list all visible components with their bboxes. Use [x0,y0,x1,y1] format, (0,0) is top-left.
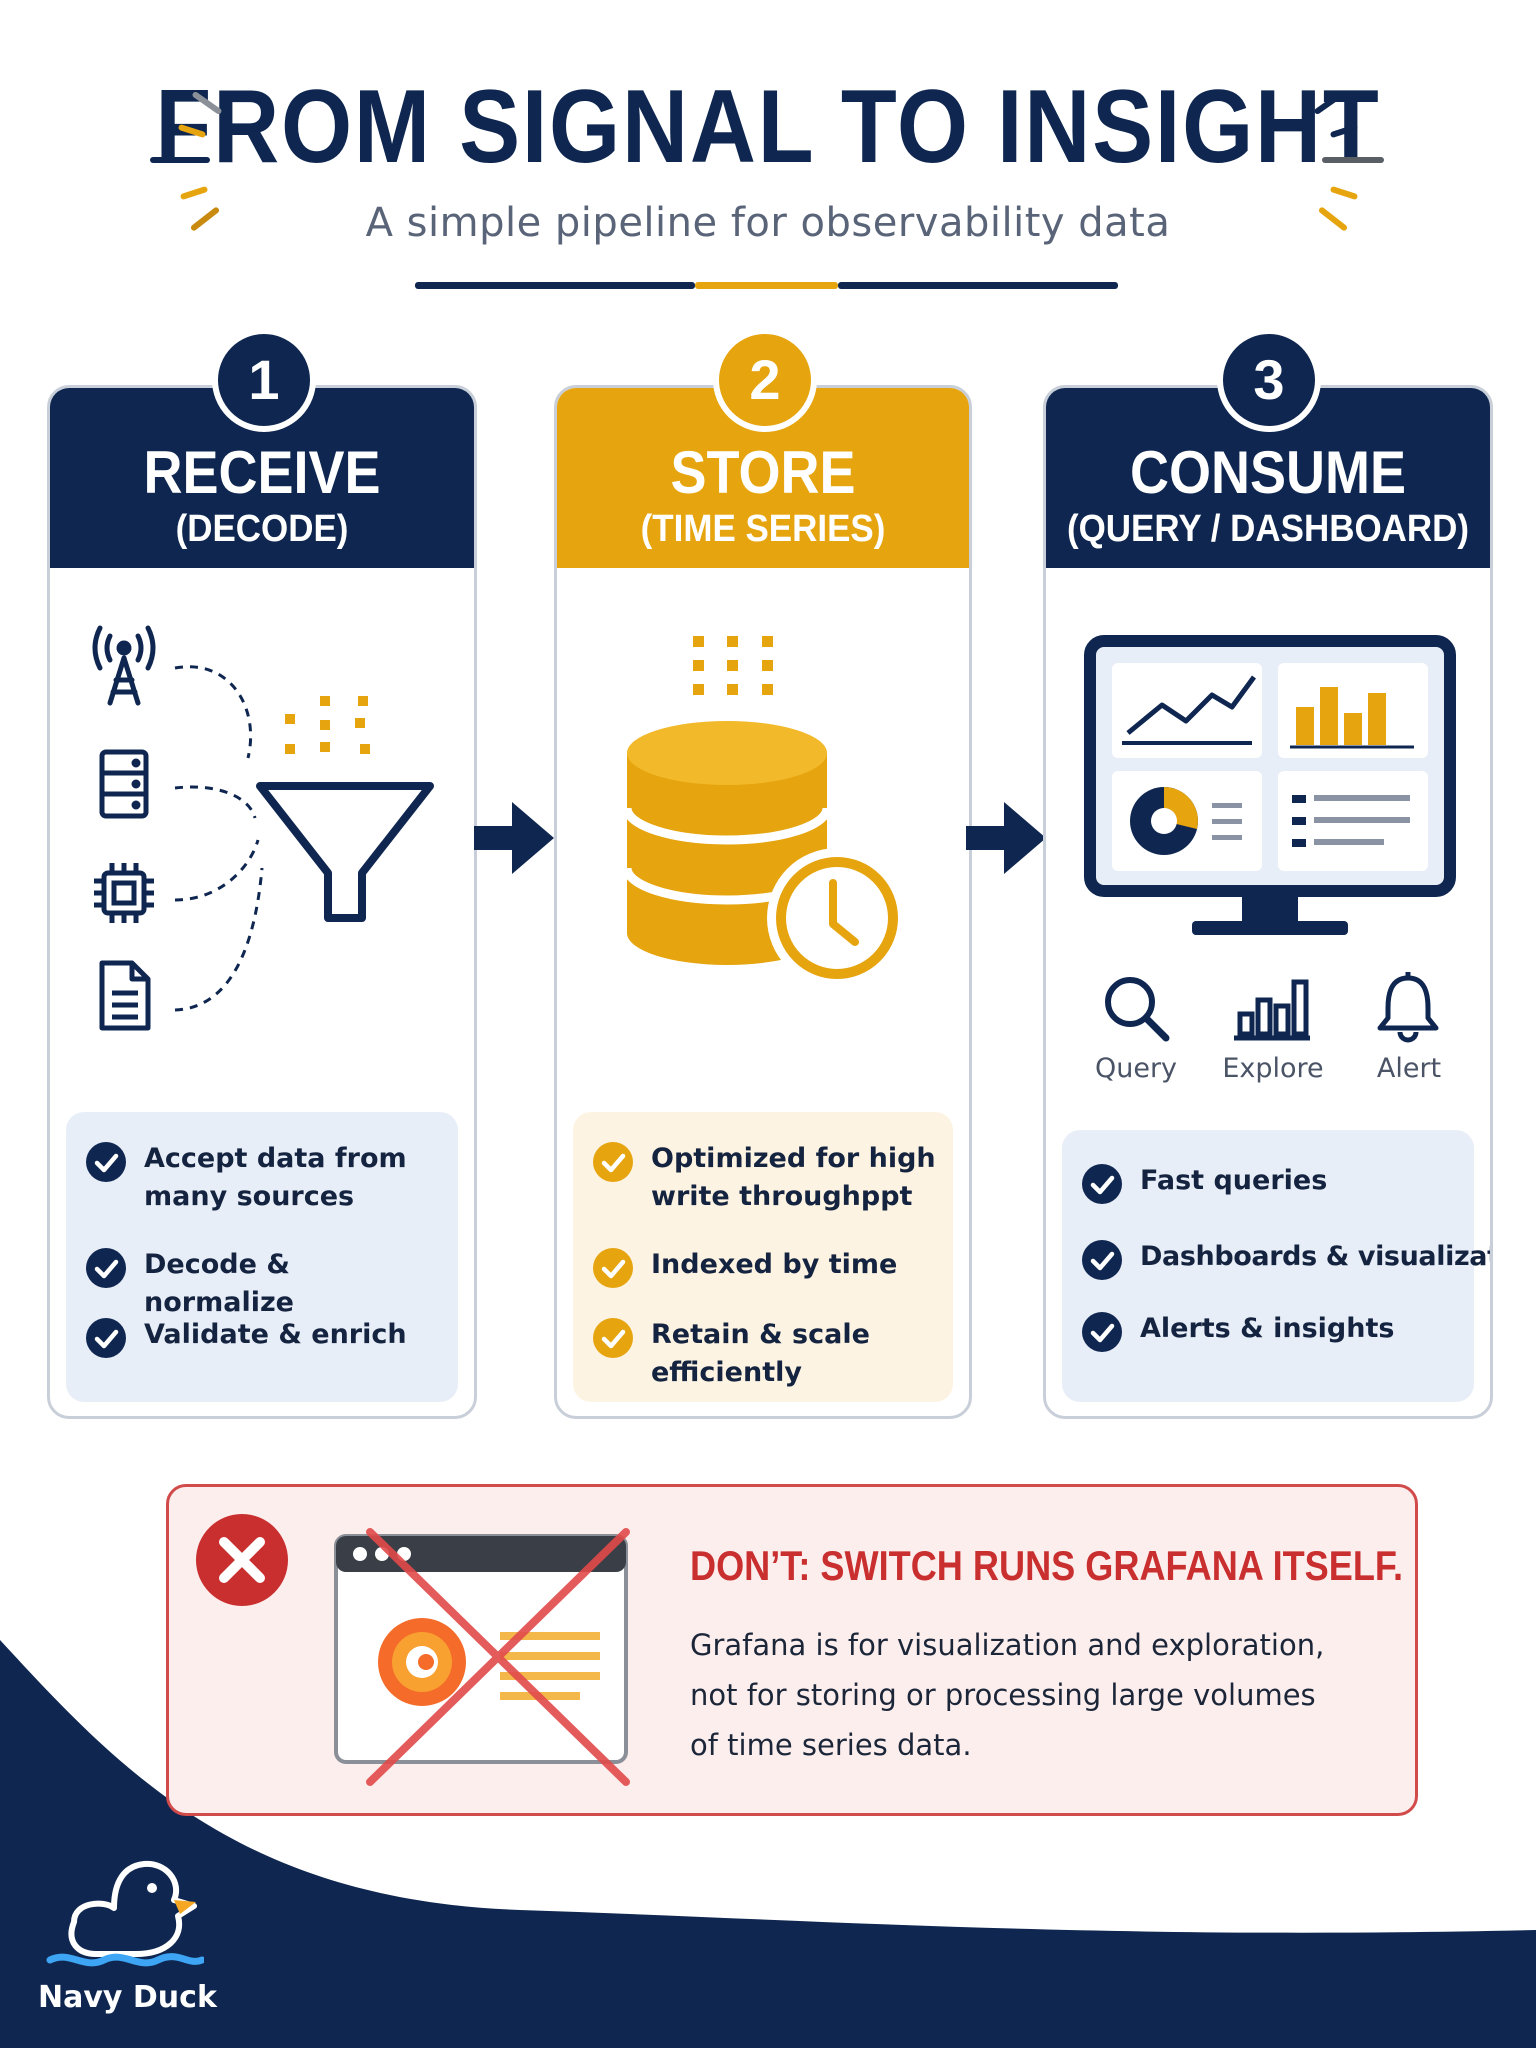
item-text-line: Decode & normalize [144,1249,294,1318]
document-icon [99,960,151,1031]
item-text-line: efficiently [651,1357,802,1388]
divider-right [838,282,1118,289]
item-text-line: write throughppt [651,1181,913,1212]
item-text-line: Indexed by time [651,1249,898,1280]
funnel-icon [256,782,434,922]
bottom-wave-background [0,1640,1536,2048]
step-subtitle: (QUERY / DASHBOARD) [1066,508,1470,550]
list-item: Retain & scale efficiently [593,1316,943,1392]
step-subtitle: (TIME SERIES) [640,508,886,550]
flow-arrow-icon [474,802,554,874]
list-item: Optimized for high write throughppt [593,1140,943,1216]
item-text-line: many sources [144,1181,355,1212]
page-subtitle: A simple pipeline for observability data [365,200,1171,246]
antenna-icon [92,625,156,706]
step-card-receive: RECEIVE (DECODE) [47,385,477,1419]
list-item: Dashboards & visualizations [1082,1238,1490,1280]
divider-center [695,282,838,289]
step-card-store: STORE (TIME SERIES) Optimized for high wr… [554,385,972,1419]
check-icon [86,1318,126,1358]
duck-icon [46,1860,204,1967]
check-icon [86,1142,126,1182]
action-label-query: Query [1094,1053,1178,1084]
item-text-line: Optimized for high [651,1143,936,1174]
database-clock-diagram [622,636,907,988]
item-text-line: Dashboards & visualizations [1140,1241,1490,1272]
source-icons-diagram [92,625,434,1031]
check-icon [1082,1164,1122,1204]
page-title: FROM SIGNAL TO INSIGHT [155,69,1381,185]
bar-chart-icon [1234,979,1310,1041]
list-item: Accept data from many sources [86,1140,448,1216]
item-text-line: Accept data from [144,1143,407,1174]
step-title: STORE [670,439,856,506]
dont-body: Grafana is for visualization and explora… [690,1628,1325,1762]
server-icon [99,749,149,819]
check-icon [593,1142,633,1182]
item-text-line: Fast queries [1140,1165,1328,1196]
data-particles [285,696,370,754]
grafana-logo-icon [378,1618,466,1706]
action-label-explore: Explore [1222,1053,1324,1084]
clock-icon [767,848,907,988]
monitor-dashboard-icon [1084,635,1456,935]
step-feature-list: Fast queries Dashboards & visualizations… [1062,1130,1490,1402]
step-feature-list: Accept data from many sources Decode & no… [66,1112,458,1402]
check-icon [593,1318,633,1358]
dont-title: DON’T: SWITCH RUNS GRAFANA ITSELF. [690,1542,1404,1589]
divider-left [415,282,695,289]
item-text-line: Alerts & insights [1140,1313,1395,1344]
item-text-line: Validate & enrich [144,1319,407,1350]
step-card-consume: CONSUME (QUERY / DASHBOARD) [1043,385,1493,1419]
bell-icon [1377,972,1439,1043]
check-icon [593,1248,633,1288]
item-text-line: Retain & scale [651,1319,870,1350]
list-item: Alerts & insights [1082,1310,1464,1352]
step-title: CONSUME [1129,439,1407,506]
brand-name: Navy Duck [38,1980,217,2015]
dashed-connectors [174,665,264,1012]
list-item: Decode & normalize [86,1246,448,1322]
step-number-badge: 2 [713,328,817,432]
list-item: Indexed by time [593,1246,943,1288]
check-icon [1082,1312,1122,1352]
step-number-badge: 1 [212,328,316,432]
x-circle-icon [196,1514,288,1606]
list-item: Validate & enrich [86,1316,448,1358]
step-title: RECEIVE [143,439,381,506]
database-icon [622,721,832,965]
step-feature-list: Optimized for high write throughppt Index… [573,1112,953,1402]
step-subtitle: (DECODE) [175,508,349,550]
flow-arrow-icon [966,802,1046,874]
action-label-alert: Alert [1376,1053,1442,1084]
list-item: Fast queries [1082,1162,1464,1204]
step-number-badge: 3 [1217,328,1321,432]
grafana-window-icon [334,1528,630,1786]
data-particles [693,636,773,695]
check-icon [86,1248,126,1288]
magnifier-icon [1105,977,1170,1042]
chip-icon [94,863,154,923]
check-icon [1082,1240,1122,1280]
